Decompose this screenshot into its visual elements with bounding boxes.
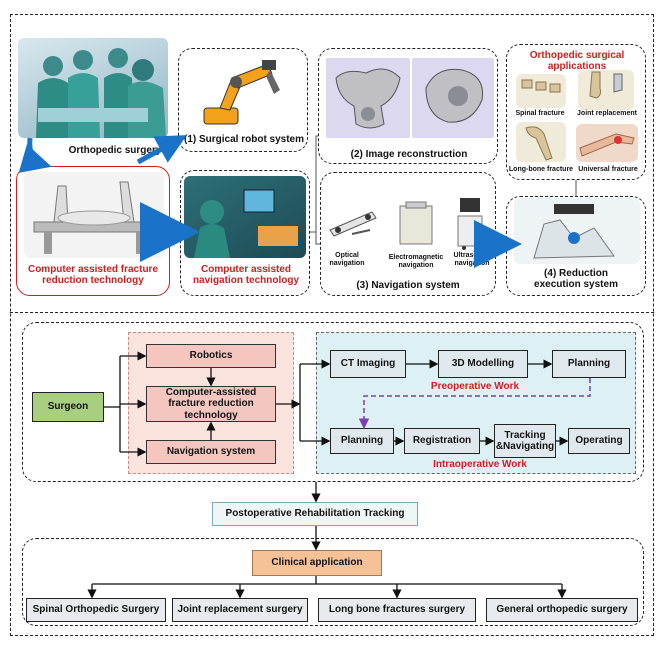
orthopedic-surgery-label: Orthopedic surgery — [68, 145, 162, 156]
optical-nav-image — [326, 204, 380, 240]
navigation-photo — [184, 176, 306, 258]
applications-title: Orthopedic surgical applications — [529, 50, 625, 72]
section-divider — [10, 312, 654, 313]
registration-box: Registration — [404, 428, 480, 454]
reduction-execution-label: (4) Reduction execution system — [534, 268, 618, 290]
optical-nav-label: Optical navigation — [329, 252, 365, 267]
spine-image — [516, 74, 566, 108]
surgeon-box: Surgeon — [32, 392, 104, 422]
planning-pre-box: Planning — [552, 350, 626, 378]
tracking-box: Tracking &Navigating — [494, 424, 556, 458]
reduction-robot-image — [514, 198, 640, 264]
outcome-spinal: Spinal Orthopedic Surgery — [26, 598, 166, 622]
surgical-robot-label: (1) Surgical robot system — [183, 134, 305, 145]
pelvis-image-right — [412, 58, 494, 138]
intraoperative-label: Intraoperative Work — [433, 459, 527, 470]
operating-box: Operating — [568, 428, 630, 454]
robotics-box: Robotics — [146, 344, 276, 368]
clinical-outer-box — [22, 538, 644, 626]
ultrasound-nav-label: Ultrasound navigation — [453, 252, 491, 267]
pelvis-image-left — [326, 58, 410, 138]
cafrt-flow-box: Computer-assisted fracture reduction tec… — [146, 386, 276, 422]
modelling-box: 3D Modelling — [438, 350, 528, 378]
cant-label: Computer assisted navigation technology — [192, 264, 300, 286]
cafrt-label: Computer assisted fracture reduction tec… — [27, 264, 159, 286]
knee-image — [578, 70, 634, 110]
image-reconstruction-box — [318, 48, 498, 164]
applications-box — [506, 44, 646, 180]
electromagnetic-nav-image — [396, 200, 436, 248]
femur-image — [516, 122, 566, 162]
universal-fracture-label: Universal fracture — [578, 166, 638, 173]
navigation-flow-box: Navigation system — [146, 440, 276, 464]
spinal-fracture-label: Spinal fracture — [515, 110, 565, 117]
outcome-joint: Joint replacement surgery — [172, 598, 308, 622]
robot-arm-image — [196, 50, 292, 128]
electromagnetic-nav-label: Electromagnetic navigation — [388, 254, 444, 269]
joint-replacement-label: Joint replacement — [577, 110, 637, 117]
preoperative-label: Preoperative Work — [430, 381, 520, 392]
navigation-system-label: (3) Navigation system — [356, 280, 460, 291]
flow-outer-box — [22, 322, 644, 482]
wrist-image — [576, 124, 638, 162]
image-reconstruction-label: (2) Image reconstruction — [350, 149, 468, 160]
ct-imaging-box: CT Imaging — [330, 350, 406, 378]
surgical-robot-box — [178, 48, 308, 152]
long-bone-fracture-label: Long-bone fracture — [508, 166, 574, 173]
surgery-photo — [18, 38, 168, 138]
clinical-application-box: Clinical application — [252, 550, 382, 576]
rehab-box: Postoperative Rehabilitation Tracking — [212, 502, 418, 526]
outer-frame — [10, 14, 654, 636]
